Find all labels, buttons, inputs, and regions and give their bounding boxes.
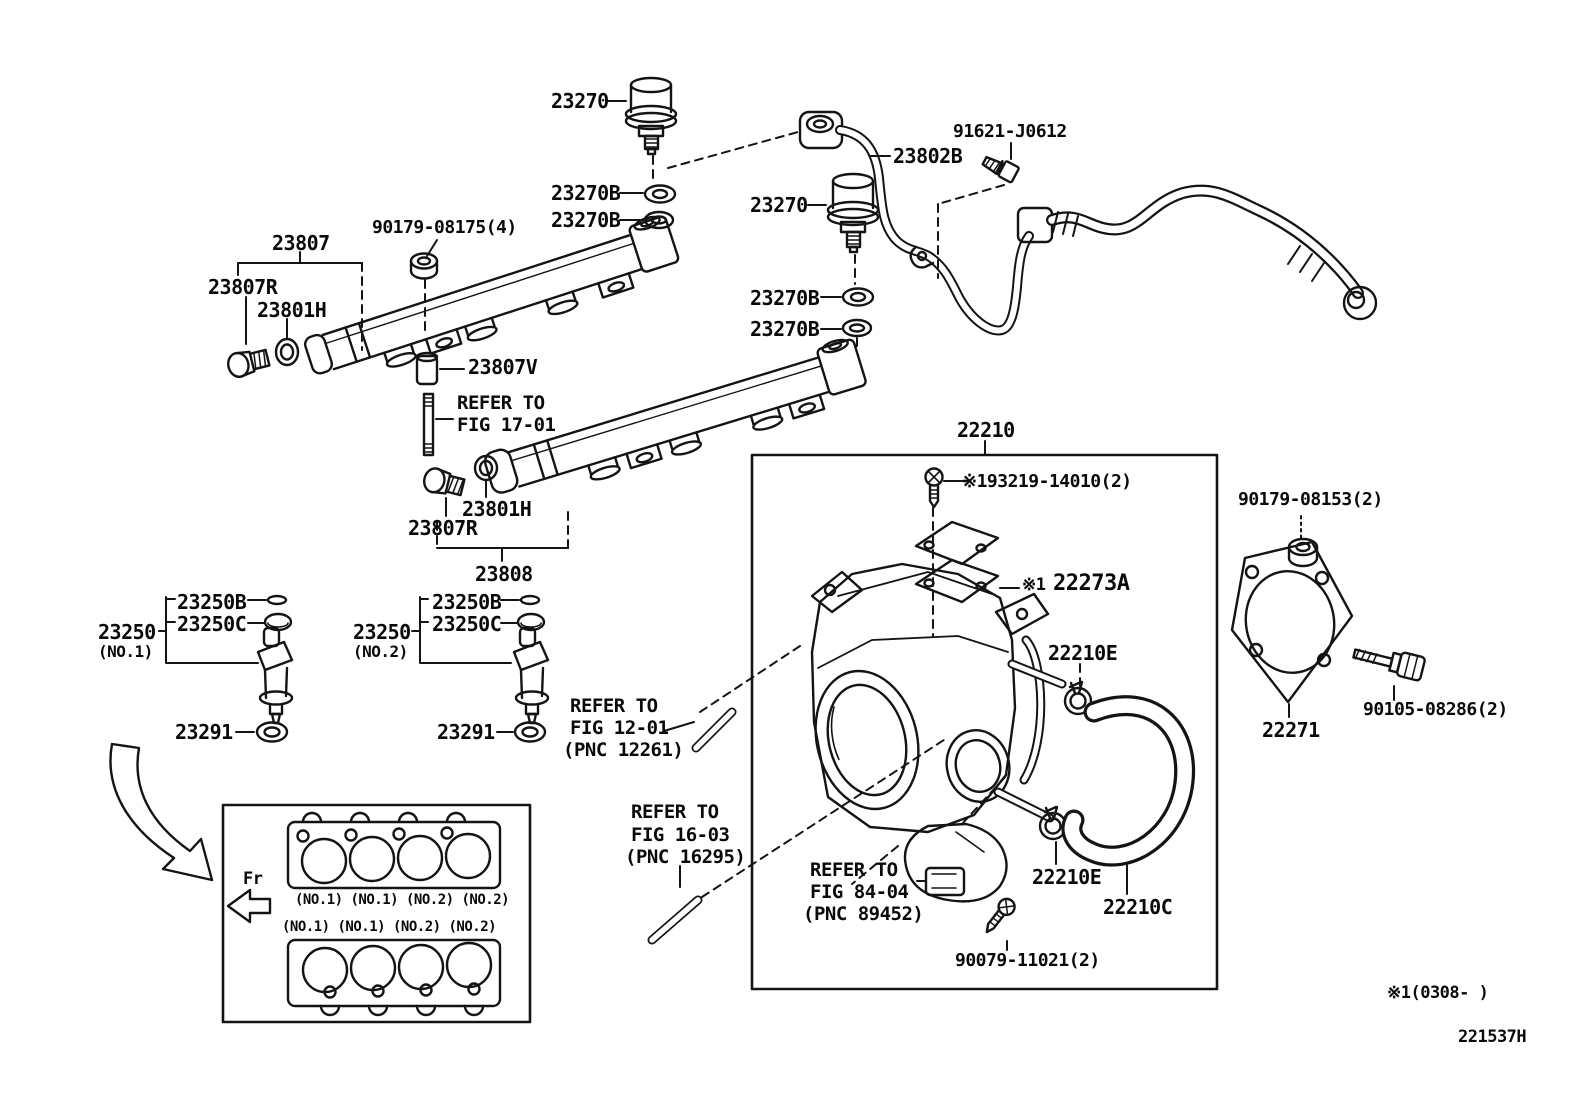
injector-small-parts-drawing bbox=[255, 594, 547, 743]
throttle-position-sensor-drawing bbox=[903, 822, 1008, 903]
fuel-rail-2-drawing bbox=[483, 338, 867, 494]
refer-fig84-line1: REFER TO bbox=[810, 859, 898, 881]
part-label-regulator2-gasket1: 23270B bbox=[750, 286, 820, 310]
part-label-spacer: 23807V bbox=[468, 355, 538, 379]
refer-fig16-line1: REFER TO bbox=[631, 801, 719, 823]
inset-row2-label: (NO.1) (NO.1) (NO.2) (NO.2) bbox=[282, 919, 497, 935]
part-label-plate-note: ※1 bbox=[1022, 575, 1046, 595]
refer-fig17-line2: FIG 17-01 bbox=[457, 414, 556, 436]
spacer-23807V-drawing bbox=[415, 351, 439, 457]
part-label-regulator1-gasket2: 23270B bbox=[551, 208, 621, 232]
part-label-injector1-cyl: (NO.1) bbox=[98, 642, 153, 661]
part-label-gasket-22271: 22271 bbox=[1262, 718, 1320, 742]
part-label-union-bolt: 90179-08175(4) bbox=[372, 217, 517, 238]
dashed-lines bbox=[361, 131, 1081, 898]
curved-arrow bbox=[109, 742, 214, 882]
throttle-box-frame bbox=[750, 453, 1219, 991]
part-label-injector1-grommet: 23250B bbox=[177, 590, 247, 614]
part-label-pipe-ring-no2: 23801H bbox=[462, 497, 532, 521]
refer-fig16-line2: FIG 16-03 bbox=[631, 824, 730, 846]
part-label-injector2: 23250 bbox=[353, 620, 411, 644]
fuel-rail-1-drawing bbox=[304, 215, 680, 375]
screw-90079-drawing bbox=[985, 897, 1016, 934]
part-label-bolt-90105: 90105-08286(2) bbox=[1363, 699, 1508, 720]
gasket-22271-drawing bbox=[1230, 540, 1354, 704]
bolt-23807R-1-drawing bbox=[227, 348, 271, 378]
bolt-90105-drawing bbox=[1352, 648, 1426, 682]
fr-label: Fr bbox=[243, 869, 263, 889]
part-label-injector1-insulator: 23291 bbox=[175, 720, 233, 744]
refer-fig17-line1: REFER TO bbox=[457, 392, 545, 414]
pressure-regulator-2-drawing bbox=[826, 172, 880, 338]
part-label-throttle-body: 22210 bbox=[957, 418, 1015, 442]
refer-hose-stubs-drawing bbox=[647, 707, 737, 945]
part-label-clamp-lower: 22210E bbox=[1032, 865, 1102, 889]
part-label-regulator1: 23270 bbox=[551, 89, 609, 113]
bolt-91621-drawing bbox=[981, 155, 1020, 184]
part-label-regulator2: 23270 bbox=[750, 193, 808, 217]
pressure-regulator-1-drawing bbox=[624, 76, 678, 230]
hose-22210C-drawing bbox=[1061, 695, 1196, 867]
injector-1-drawing bbox=[256, 626, 294, 725]
part-label-injector1-oring-upper: 23250C bbox=[177, 612, 247, 636]
part-label-injector2-insulator: 23291 bbox=[437, 720, 495, 744]
part-label-pipe-ring-no1: 23801H bbox=[257, 298, 327, 322]
part-label-regulator2-gasket2: 23270B bbox=[750, 317, 820, 341]
footnote-label: ※1(0308- ) bbox=[1387, 983, 1489, 1003]
refer-fig84-line3: (PNC 89452) bbox=[803, 903, 924, 925]
part-label-pipe-no1: 23807 bbox=[272, 231, 330, 255]
part-label-injector2-grommet: 23250B bbox=[432, 590, 502, 614]
refer-fig16-line3: (PNC 16295) bbox=[625, 846, 746, 868]
figure-code-label: 221537H bbox=[1458, 1027, 1527, 1047]
part-label-hose: 22210C bbox=[1103, 895, 1173, 919]
leader-lines bbox=[158, 100, 1395, 951]
part-label-nut-90179: 90179-08153(2) bbox=[1238, 489, 1383, 510]
part-label-bolt-91621: 91621-J0612 bbox=[953, 121, 1067, 142]
part-label-pipe-bolt-no1: 23807R bbox=[208, 275, 278, 299]
ring-23801H-1-drawing bbox=[274, 337, 300, 367]
part-label-pipe-no2: 23808 bbox=[475, 562, 533, 586]
throttle-body-drawing bbox=[810, 562, 1067, 834]
refer-fig12-line2: FIG 12-01 bbox=[570, 717, 669, 739]
fuel-pipe-drawing bbox=[798, 110, 1378, 336]
part-label-plate: 22273A bbox=[1053, 571, 1130, 596]
bolt-23807R-2-drawing bbox=[422, 467, 466, 497]
inset-row1-label: (NO.1) (NO.1) (NO.2) (NO.2) bbox=[295, 892, 510, 908]
part-label-regulator1-gasket1: 23270B bbox=[551, 181, 621, 205]
part-label-screw-90079: 90079-11021(2) bbox=[955, 950, 1100, 971]
part-label-injector2-oring-upper: 23250C bbox=[432, 612, 502, 636]
part-label-clamp-upper: 22210E bbox=[1048, 641, 1118, 665]
injector-2-drawing bbox=[512, 626, 550, 725]
part-label-screw-193219: ※193219-14010(2) bbox=[962, 471, 1132, 492]
part-label-injector1: 23250 bbox=[98, 620, 156, 644]
nut-90179-08175-drawing bbox=[409, 252, 439, 280]
part-label-pipe-bolt-no2: 23807R bbox=[408, 516, 478, 540]
fr-arrow-icon bbox=[226, 888, 272, 924]
refer-fig12-line3: (PNC 12261) bbox=[563, 739, 684, 761]
refer-fig84-line2: FIG 84-04 bbox=[810, 881, 909, 903]
mounting-screw-193219-drawing bbox=[924, 467, 944, 509]
part-label-fuel-pipe: 23802B bbox=[893, 144, 963, 168]
inset-box-drawing bbox=[221, 803, 532, 1024]
part-label-injector2-cyl: (NO.2) bbox=[353, 642, 408, 661]
refer-fig12-line1: REFER TO bbox=[570, 695, 658, 717]
